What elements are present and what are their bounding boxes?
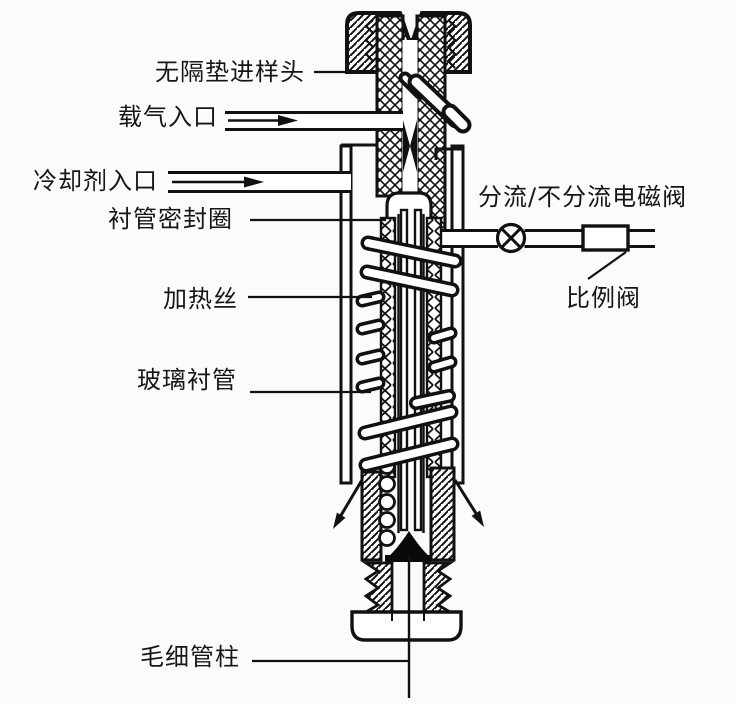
liner-inner-tube-left <box>399 208 409 532</box>
channel-funnel-right <box>410 120 417 172</box>
proportional-valve-icon <box>581 224 630 252</box>
split-flow-arrow-left <box>333 479 364 529</box>
label-carrier-gas-inlet: 载气入口 <box>118 103 218 131</box>
liner-seal-left <box>379 216 397 479</box>
split-vent-line <box>437 222 655 254</box>
liner-inner-tube-right <box>413 208 423 532</box>
label-split-splitless-solenoid-valve: 分流/不分流电磁阀 <box>478 183 688 211</box>
label-capillary-column: 毛细管柱 <box>140 643 240 671</box>
label-septum-free-inlet-head: 无隔垫进样头 <box>155 58 305 86</box>
label-liner-seal-ring: 衬管密封圈 <box>108 205 233 233</box>
heating-coil <box>355 235 463 473</box>
split-flow-arrow-right <box>453 479 484 527</box>
solenoid-valve-icon <box>495 222 527 254</box>
base-nut <box>350 610 463 642</box>
leader-proportional-valve <box>587 251 627 280</box>
injection-channel <box>402 40 418 195</box>
label-coolant-inlet: 冷却剂入口 <box>33 167 158 195</box>
body-core-left <box>375 14 405 198</box>
label-proportional-valve: 比例阀 <box>566 284 641 312</box>
seal-ring-stack <box>378 457 396 547</box>
label-heating-wire: 加热丝 <box>163 285 238 313</box>
channel-funnel-left <box>403 120 410 172</box>
spring-washer-right <box>446 19 457 69</box>
carrier-gas-tube <box>225 111 403 131</box>
thread-right <box>422 561 456 614</box>
carrier-gas-arrow-icon <box>228 115 298 126</box>
ferrule-cone <box>388 531 430 557</box>
coolant-arrow-icon <box>172 176 264 188</box>
spring-washer-left <box>364 19 375 69</box>
leader-lines <box>248 70 627 663</box>
label-glass-liner: 玻璃衬管 <box>137 366 237 394</box>
thread-left <box>360 561 394 614</box>
cooling-jacket <box>339 143 465 485</box>
bottom-fitting <box>350 457 463 642</box>
side-port-tube <box>398 71 472 134</box>
coolant-tube <box>168 171 351 193</box>
